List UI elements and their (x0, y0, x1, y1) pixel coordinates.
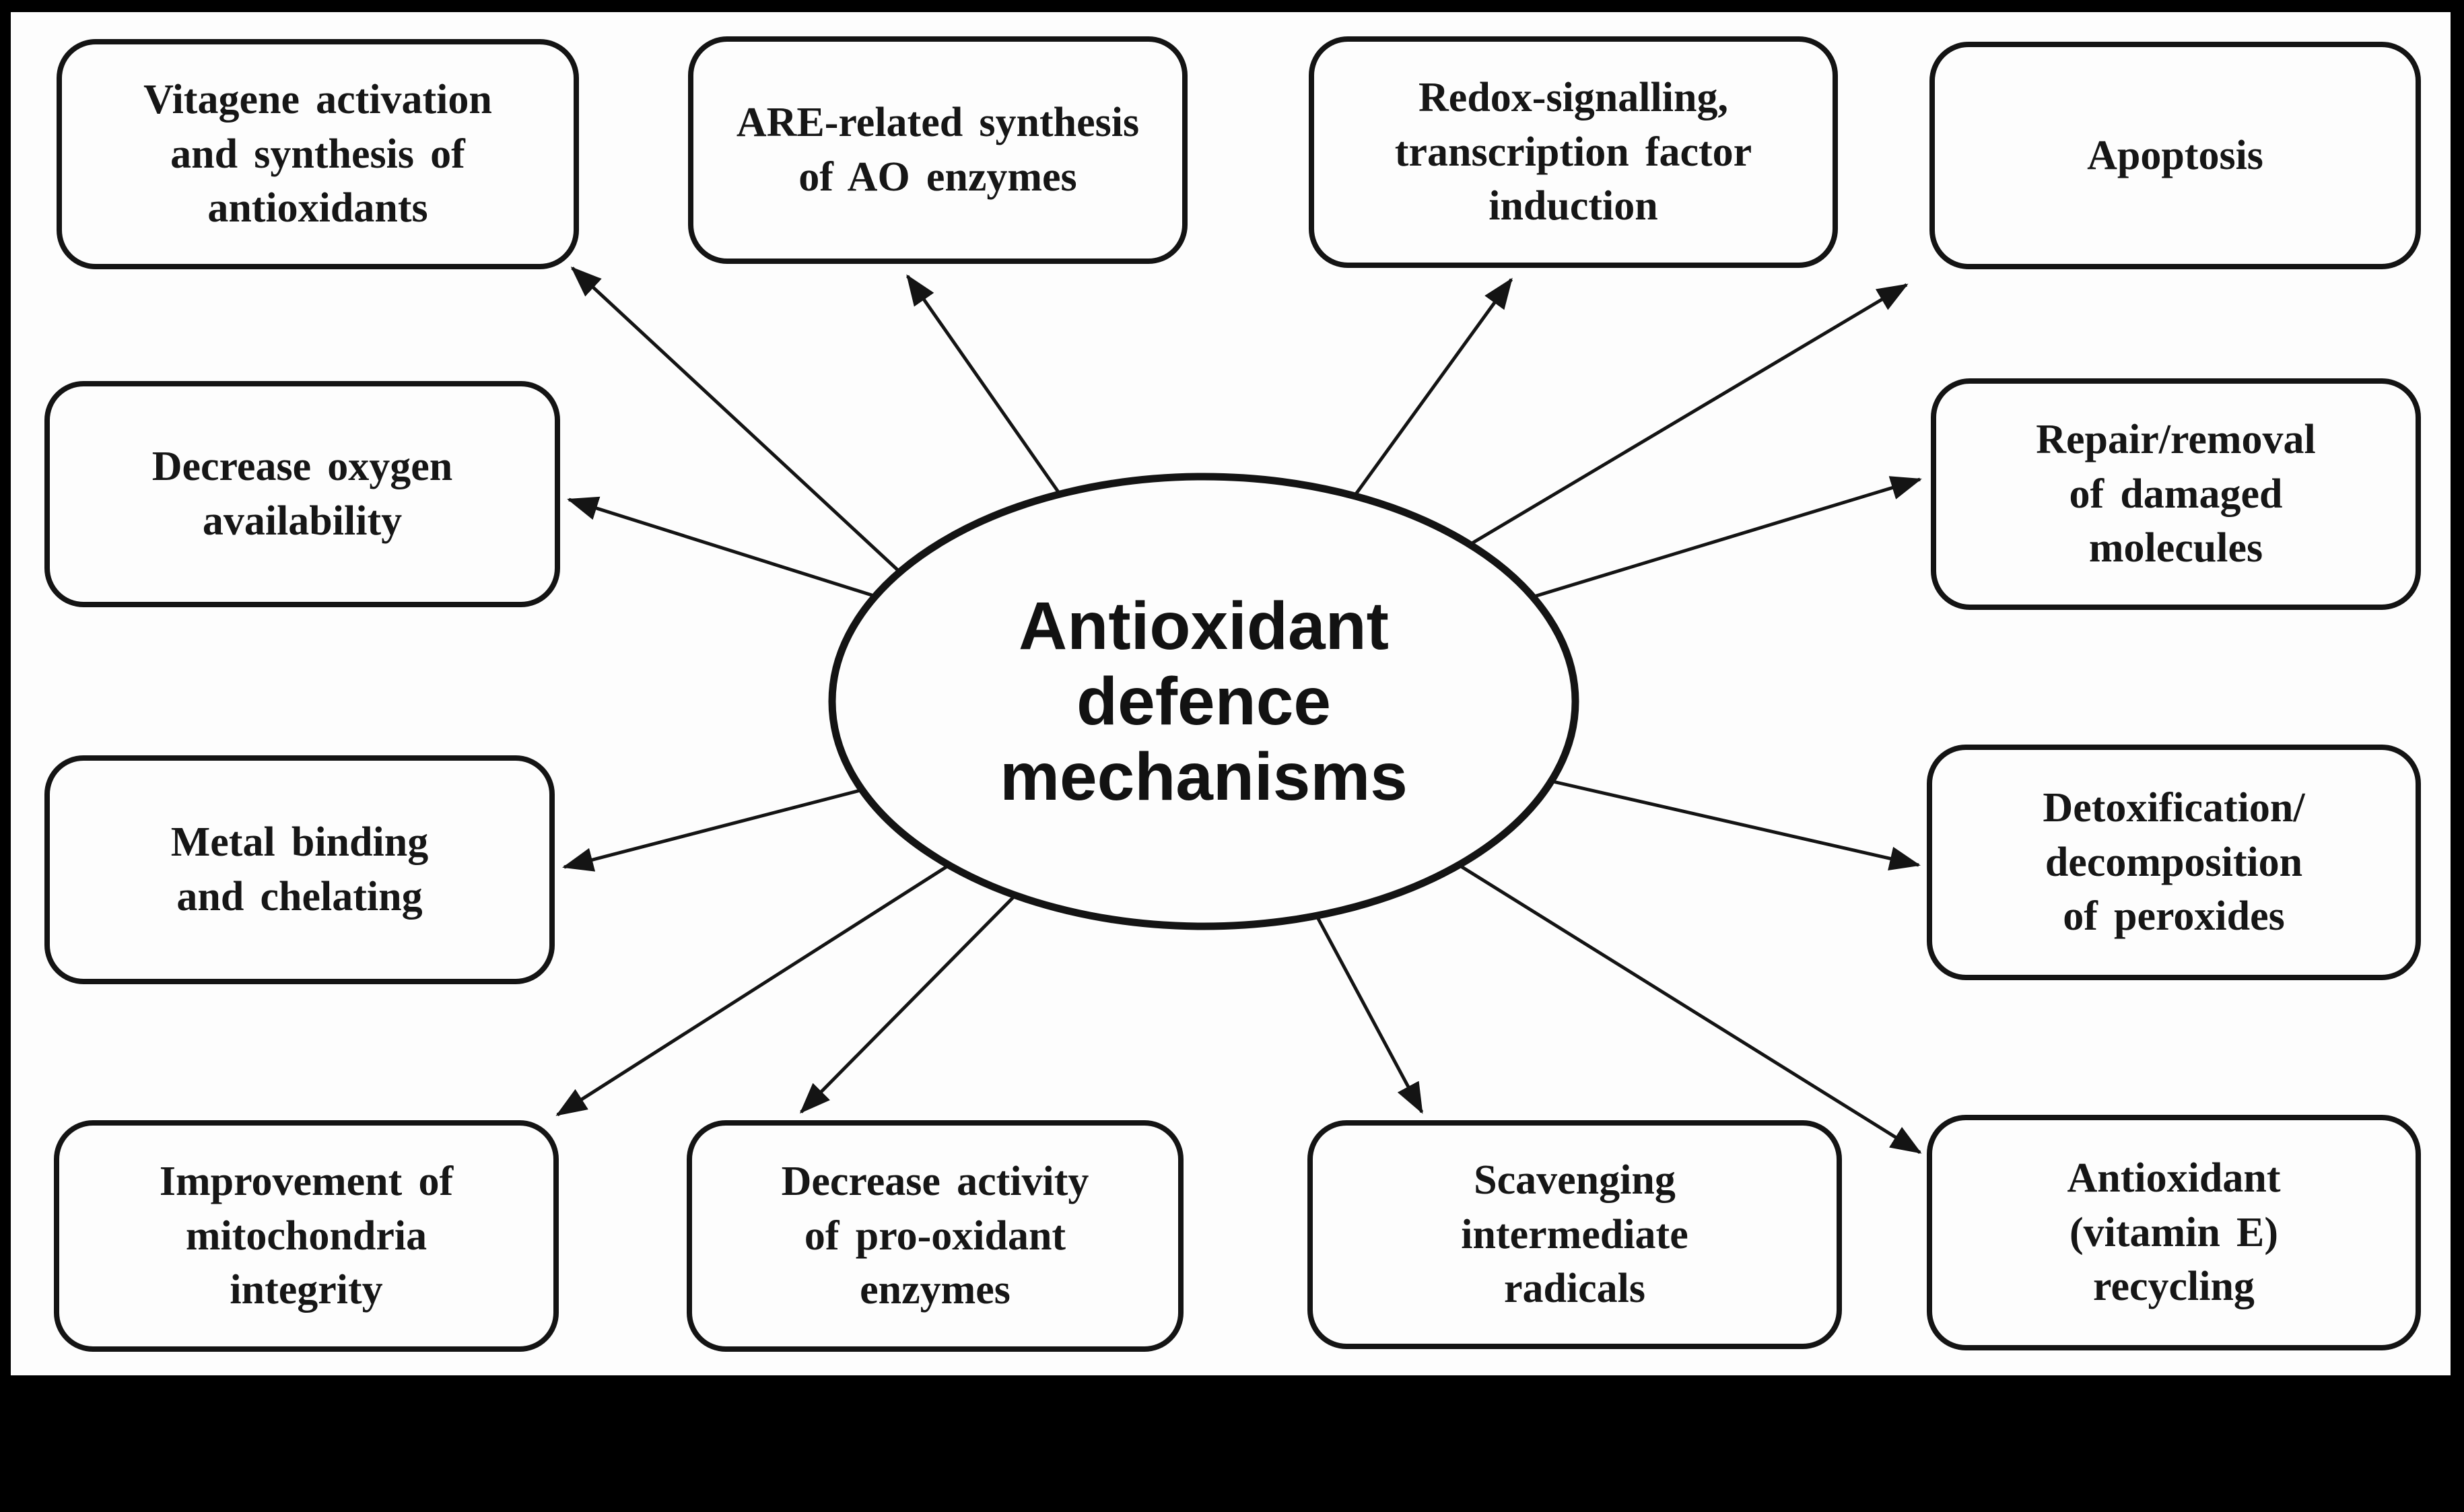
center-node-label: Antioxidant defence mechanisms (1000, 588, 1408, 815)
arrow-to-repair-removal (1534, 476, 1922, 598)
center-ellipse (828, 473, 1579, 930)
arrow-to-decrease-oxygen (567, 496, 875, 598)
node-decrease-oxygen: Decrease oxygen availability (44, 381, 560, 607)
node-scavenging-radicals: Scavenging intermediate radicals (1307, 1120, 1842, 1349)
arrow-to-mitochondria-integrity (555, 863, 951, 1117)
node-redox-signalling: Redox-signalling, transcription factor i… (1309, 36, 1838, 268)
arrow-to-redox-signalling (1352, 277, 1513, 498)
node-vitagene-activation: Vitagene activation and synthesis of ant… (57, 39, 579, 269)
node-mitochondria-integrity: Improvement of mitochondria integrity (54, 1120, 559, 1352)
node-detoxification: Detoxification/ decomposition of peroxid… (1927, 745, 2421, 980)
node-apoptosis: Apoptosis (1929, 42, 2421, 269)
node-pro-oxidant-enzymes: Decrease activity of pro-oxidant enzymes (687, 1120, 1184, 1352)
node-metal-binding: Metal binding and chelating (44, 755, 555, 984)
arrow-to-scavenging-radicals (1314, 914, 1424, 1114)
node-repair-removal: Repair/removal of damaged molecules (1931, 378, 2421, 610)
arrow-to-detoxification (1552, 780, 1921, 870)
arrow-to-metal-binding (562, 788, 861, 872)
node-are-related-synthesis: ARE-related synthesis of AO enzymes (688, 36, 1188, 264)
arrow-to-are-related-synthesis (905, 274, 1062, 496)
arrow-to-pro-oxidant-enzymes (799, 893, 1017, 1114)
arrow-to-apoptosis (1468, 283, 1909, 547)
arrow-to-vitamin-e-recycling (1458, 863, 1922, 1155)
node-vitamin-e-recycling: Antioxidant (vitamin E) recycling (1927, 1115, 2421, 1350)
arrow-to-vitagene-activation (570, 266, 901, 574)
